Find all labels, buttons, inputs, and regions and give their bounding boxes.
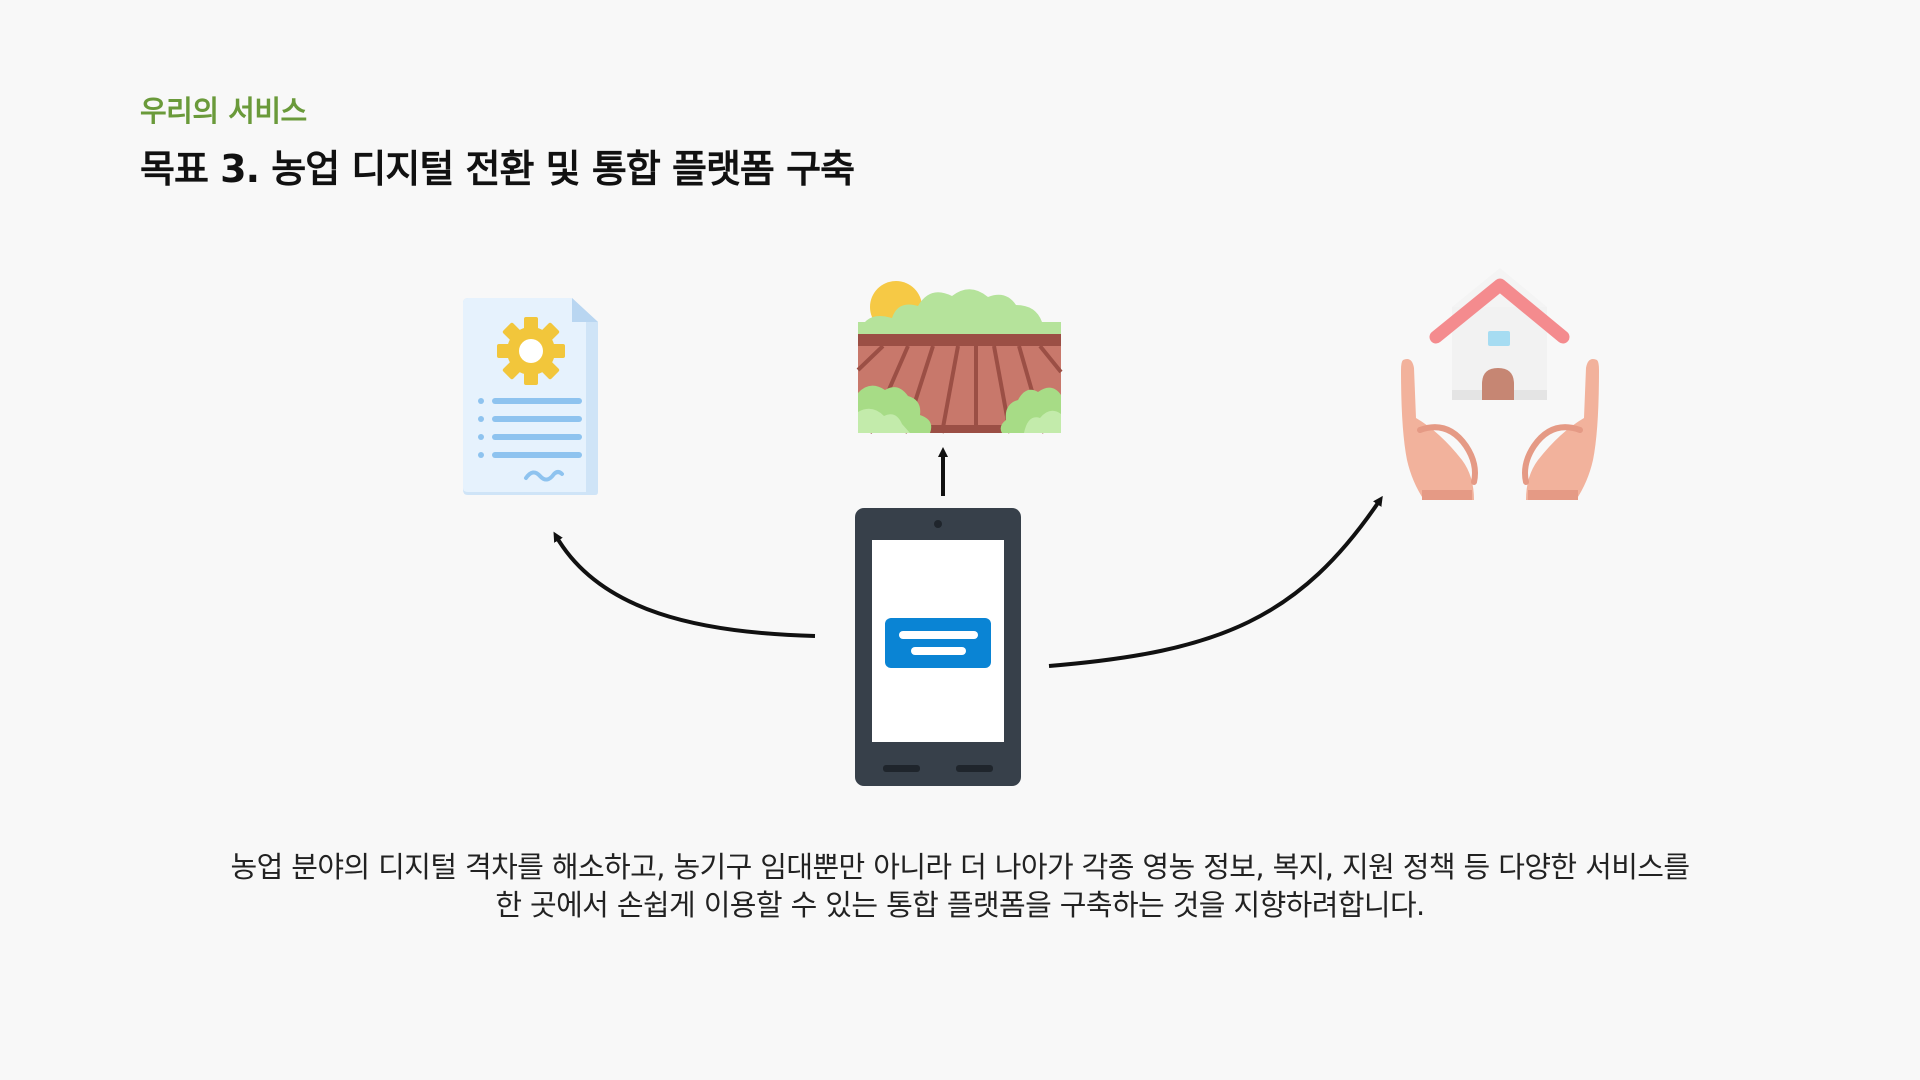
page-title: 목표 3. 농업 디지털 전환 및 통합 플랫폼 구축 bbox=[140, 147, 855, 191]
document-gear-icon bbox=[463, 298, 598, 495]
smartphone-icon bbox=[855, 508, 1021, 786]
home-in-hands-icon bbox=[1401, 268, 1599, 500]
description-line-2: 한 곳에서 손쉽게 이용할 수 있는 통합 플랫폼을 구축하는 것을 지향하려합… bbox=[495, 888, 1425, 922]
message-bubble-icon bbox=[885, 618, 991, 668]
farm-field-icon bbox=[856, 281, 1063, 434]
description: 농업 분야의 디지털 격차를 해소하고, 농기구 임대뿐만 아니라 더 나아가 … bbox=[140, 848, 1780, 924]
arrow-to-home bbox=[1048, 495, 1383, 668]
section-eyebrow: 우리의 서비스 bbox=[140, 94, 307, 128]
arrow-to-document bbox=[553, 531, 816, 638]
description-line-1: 농업 분야의 디지털 격차를 해소하고, 농기구 임대뿐만 아니라 더 나아가 … bbox=[230, 850, 1691, 884]
